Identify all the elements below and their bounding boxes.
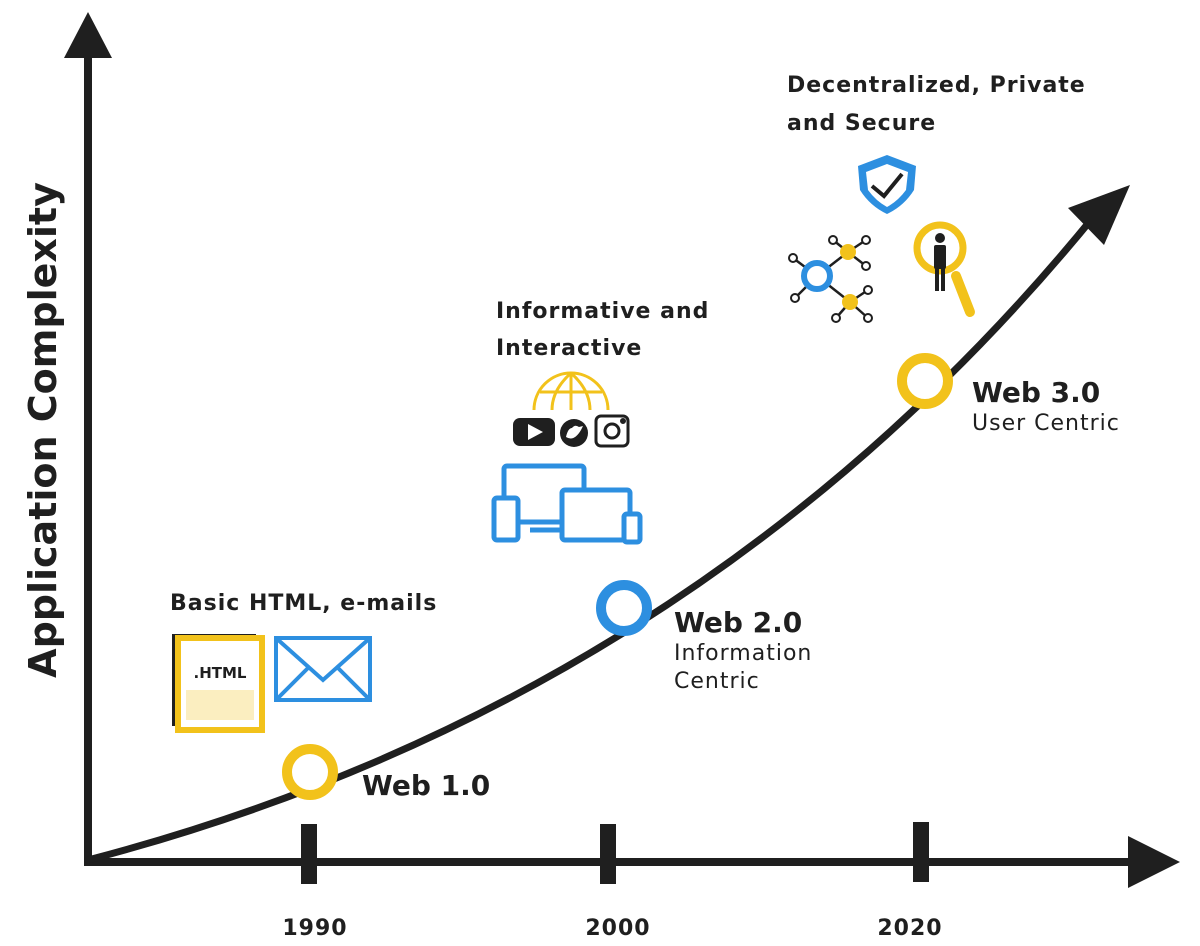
description-web2-line1: Informative and (496, 299, 709, 324)
instagram-icon (594, 414, 630, 448)
description-web2-line2: Interactive (496, 336, 642, 361)
era-subtitle-web3: User Centric (972, 411, 1120, 436)
era-label-web2: Web 2.0 (674, 606, 802, 639)
html-file-icon-text: .HTML (194, 664, 247, 682)
era-subtitle-web2-line2: Centric (674, 669, 760, 694)
milestone-marker-web3 (897, 353, 953, 409)
milestone-marker-web1 (282, 744, 338, 800)
envelope-icon (274, 636, 372, 702)
html-file-icon: .HTML (172, 634, 265, 733)
era-label-web1: Web 1.0 (362, 769, 490, 802)
growth-curve-arrowhead (1068, 185, 1130, 245)
year-label-1990: 1990 (282, 916, 347, 941)
description-web1: Basic HTML, e-mails (170, 591, 437, 616)
devices-icon (491, 463, 643, 545)
y-axis-label: Application Complexity (21, 182, 65, 678)
youtube-icon (513, 418, 555, 446)
twitter-icon (560, 419, 588, 447)
year-label-2000: 2000 (585, 916, 650, 941)
year-label-2020: 2020 (877, 916, 942, 941)
network-nodes-icon (788, 235, 873, 323)
user-search-icon (913, 221, 975, 317)
y-axis-arrowhead (64, 12, 112, 58)
x-axis-arrowhead (1128, 836, 1180, 888)
milestone-marker-web2 (596, 580, 652, 636)
globe-icon (532, 371, 610, 411)
description-web3-line1: Decentralized, Private (787, 73, 1086, 98)
era-subtitle-web2-line1: Information (674, 641, 812, 666)
description-web3-line2: and Secure (787, 111, 936, 136)
axes (64, 12, 1180, 888)
era-label-web3: Web 3.0 (972, 376, 1100, 409)
tick-1990 (301, 824, 317, 884)
tick-2020 (913, 822, 929, 882)
tick-2000 (600, 824, 616, 884)
shield-check-icon (858, 155, 916, 214)
